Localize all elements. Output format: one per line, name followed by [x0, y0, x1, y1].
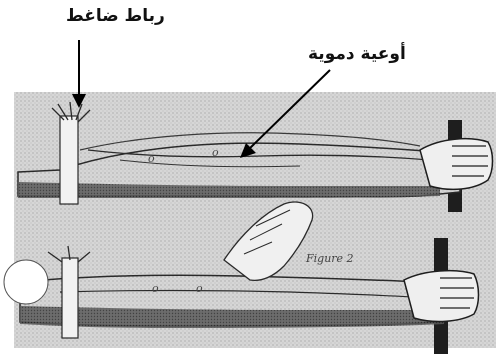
- circle-cutout: [4, 260, 48, 304]
- tourniquet-pointer: [72, 40, 86, 108]
- lower-vein-marker: o: [152, 282, 159, 295]
- upper-vein-marker: o: [148, 152, 155, 165]
- tourniquet-label: رباط ضاغط: [66, 6, 165, 26]
- upper-vein-marker: o: [212, 146, 219, 159]
- figure-caption: Figure 2: [305, 252, 354, 265]
- upper-tourniquet-band: [60, 116, 78, 204]
- blood-vessels-label: أوعية دموية: [308, 44, 406, 64]
- lower-vein-marker: o: [196, 282, 203, 295]
- lower-tourniquet-band: [62, 258, 78, 338]
